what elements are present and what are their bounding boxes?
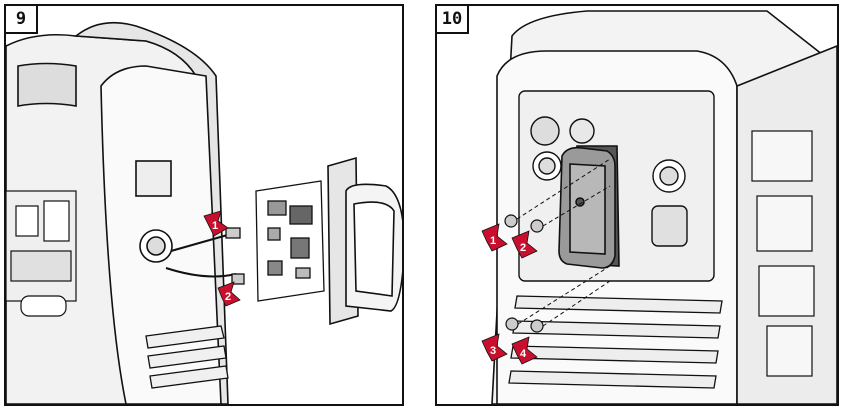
cover-plate	[327, 156, 402, 326]
internal-components	[6, 190, 77, 317]
step-number-10: 10	[437, 6, 469, 34]
front-panel	[100, 65, 222, 404]
callout-label-1: 1	[490, 235, 496, 247]
callout-arrow-4: 4	[511, 336, 538, 365]
step-10-panel: 10	[435, 4, 839, 406]
step-9-illustration: 1 2	[6, 21, 402, 404]
callout-label-1: 1	[212, 220, 218, 232]
callout-label-2: 2	[225, 291, 231, 303]
screws	[504, 214, 544, 333]
callout-arrow-1: 1	[203, 210, 229, 237]
vent-slats	[508, 295, 723, 389]
callout-arrow-1: 1	[481, 223, 508, 252]
step-10-illustration: 1 2 3 4	[481, 10, 837, 404]
connectors	[225, 227, 245, 285]
callout-arrow-2: 2	[217, 281, 241, 307]
guide-lines	[516, 158, 611, 327]
circuit-board	[255, 180, 325, 302]
callout-arrow-3: 3	[481, 333, 508, 362]
callout-label-4: 4	[520, 348, 527, 360]
callout-label-2: 2	[520, 242, 526, 254]
step-9-panel: 9	[4, 4, 404, 406]
vent-slats	[145, 325, 229, 389]
option-module	[558, 145, 620, 269]
callout-label-3: 3	[490, 345, 496, 357]
side-internals	[751, 130, 815, 377]
step-number-9: 9	[6, 6, 38, 34]
callout-arrow-2: 2	[511, 230, 538, 259]
